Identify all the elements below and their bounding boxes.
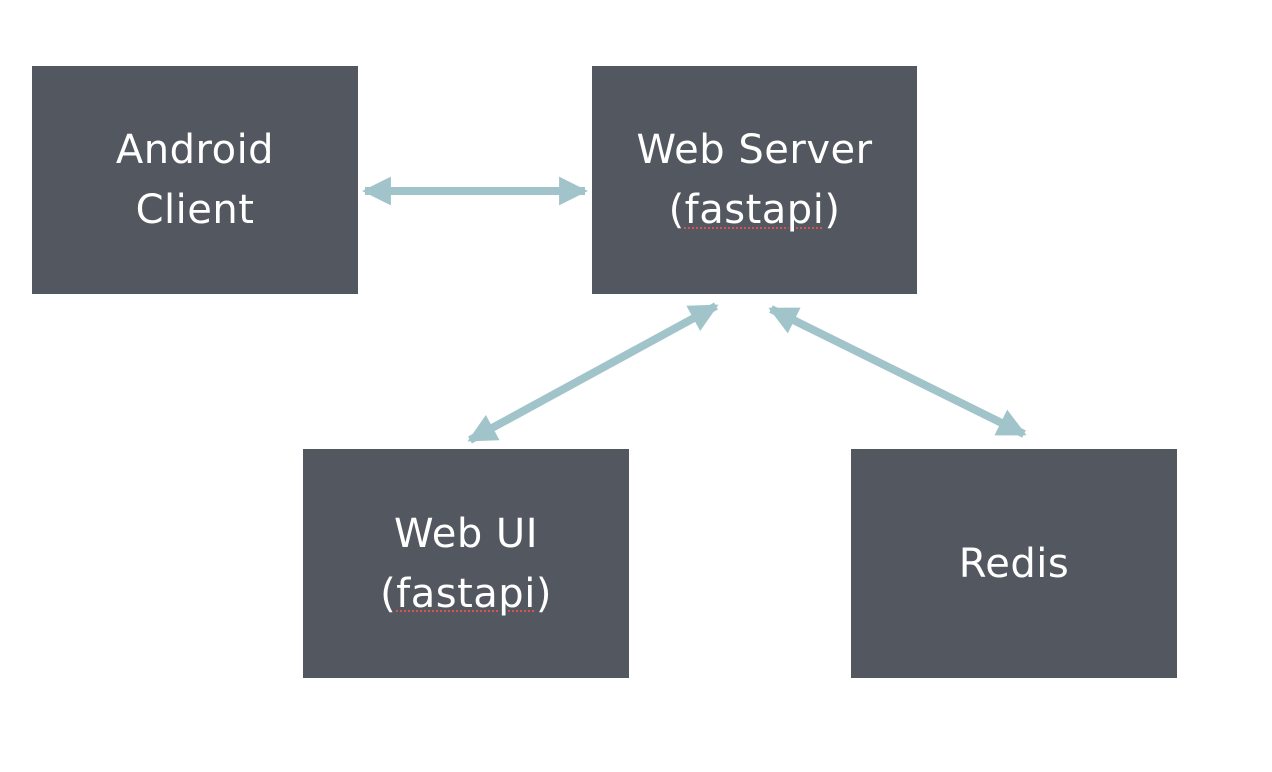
paren-open: ( — [380, 570, 397, 617]
node-label-line1: Android — [115, 127, 275, 173]
paren-close: ) — [824, 187, 841, 233]
arrow-server-to-redis — [768, 305, 1027, 438]
node-label-line2: Client — [135, 187, 255, 233]
paren-close: ) — [535, 570, 552, 617]
paren-open: ( — [668, 187, 685, 233]
web-server-node: Web Server (fastapi) — [592, 66, 917, 294]
node-label-line1: Web Server — [636, 127, 873, 173]
node-label-line2: (fastapi) — [380, 564, 552, 624]
node-label-line1: Web UI — [394, 510, 538, 557]
arrow-server-to-webui — [467, 302, 719, 444]
framework-name: fastapi — [684, 187, 825, 233]
framework-name: fastapi — [396, 570, 536, 617]
redis-node: Redis — [851, 449, 1177, 678]
web-ui-node: Web UI (fastapi) — [303, 449, 629, 678]
node-label-line2: (fastapi) — [669, 180, 841, 240]
node-label-line1: Redis — [958, 540, 1070, 587]
android-client-node: Android Client — [32, 66, 358, 294]
